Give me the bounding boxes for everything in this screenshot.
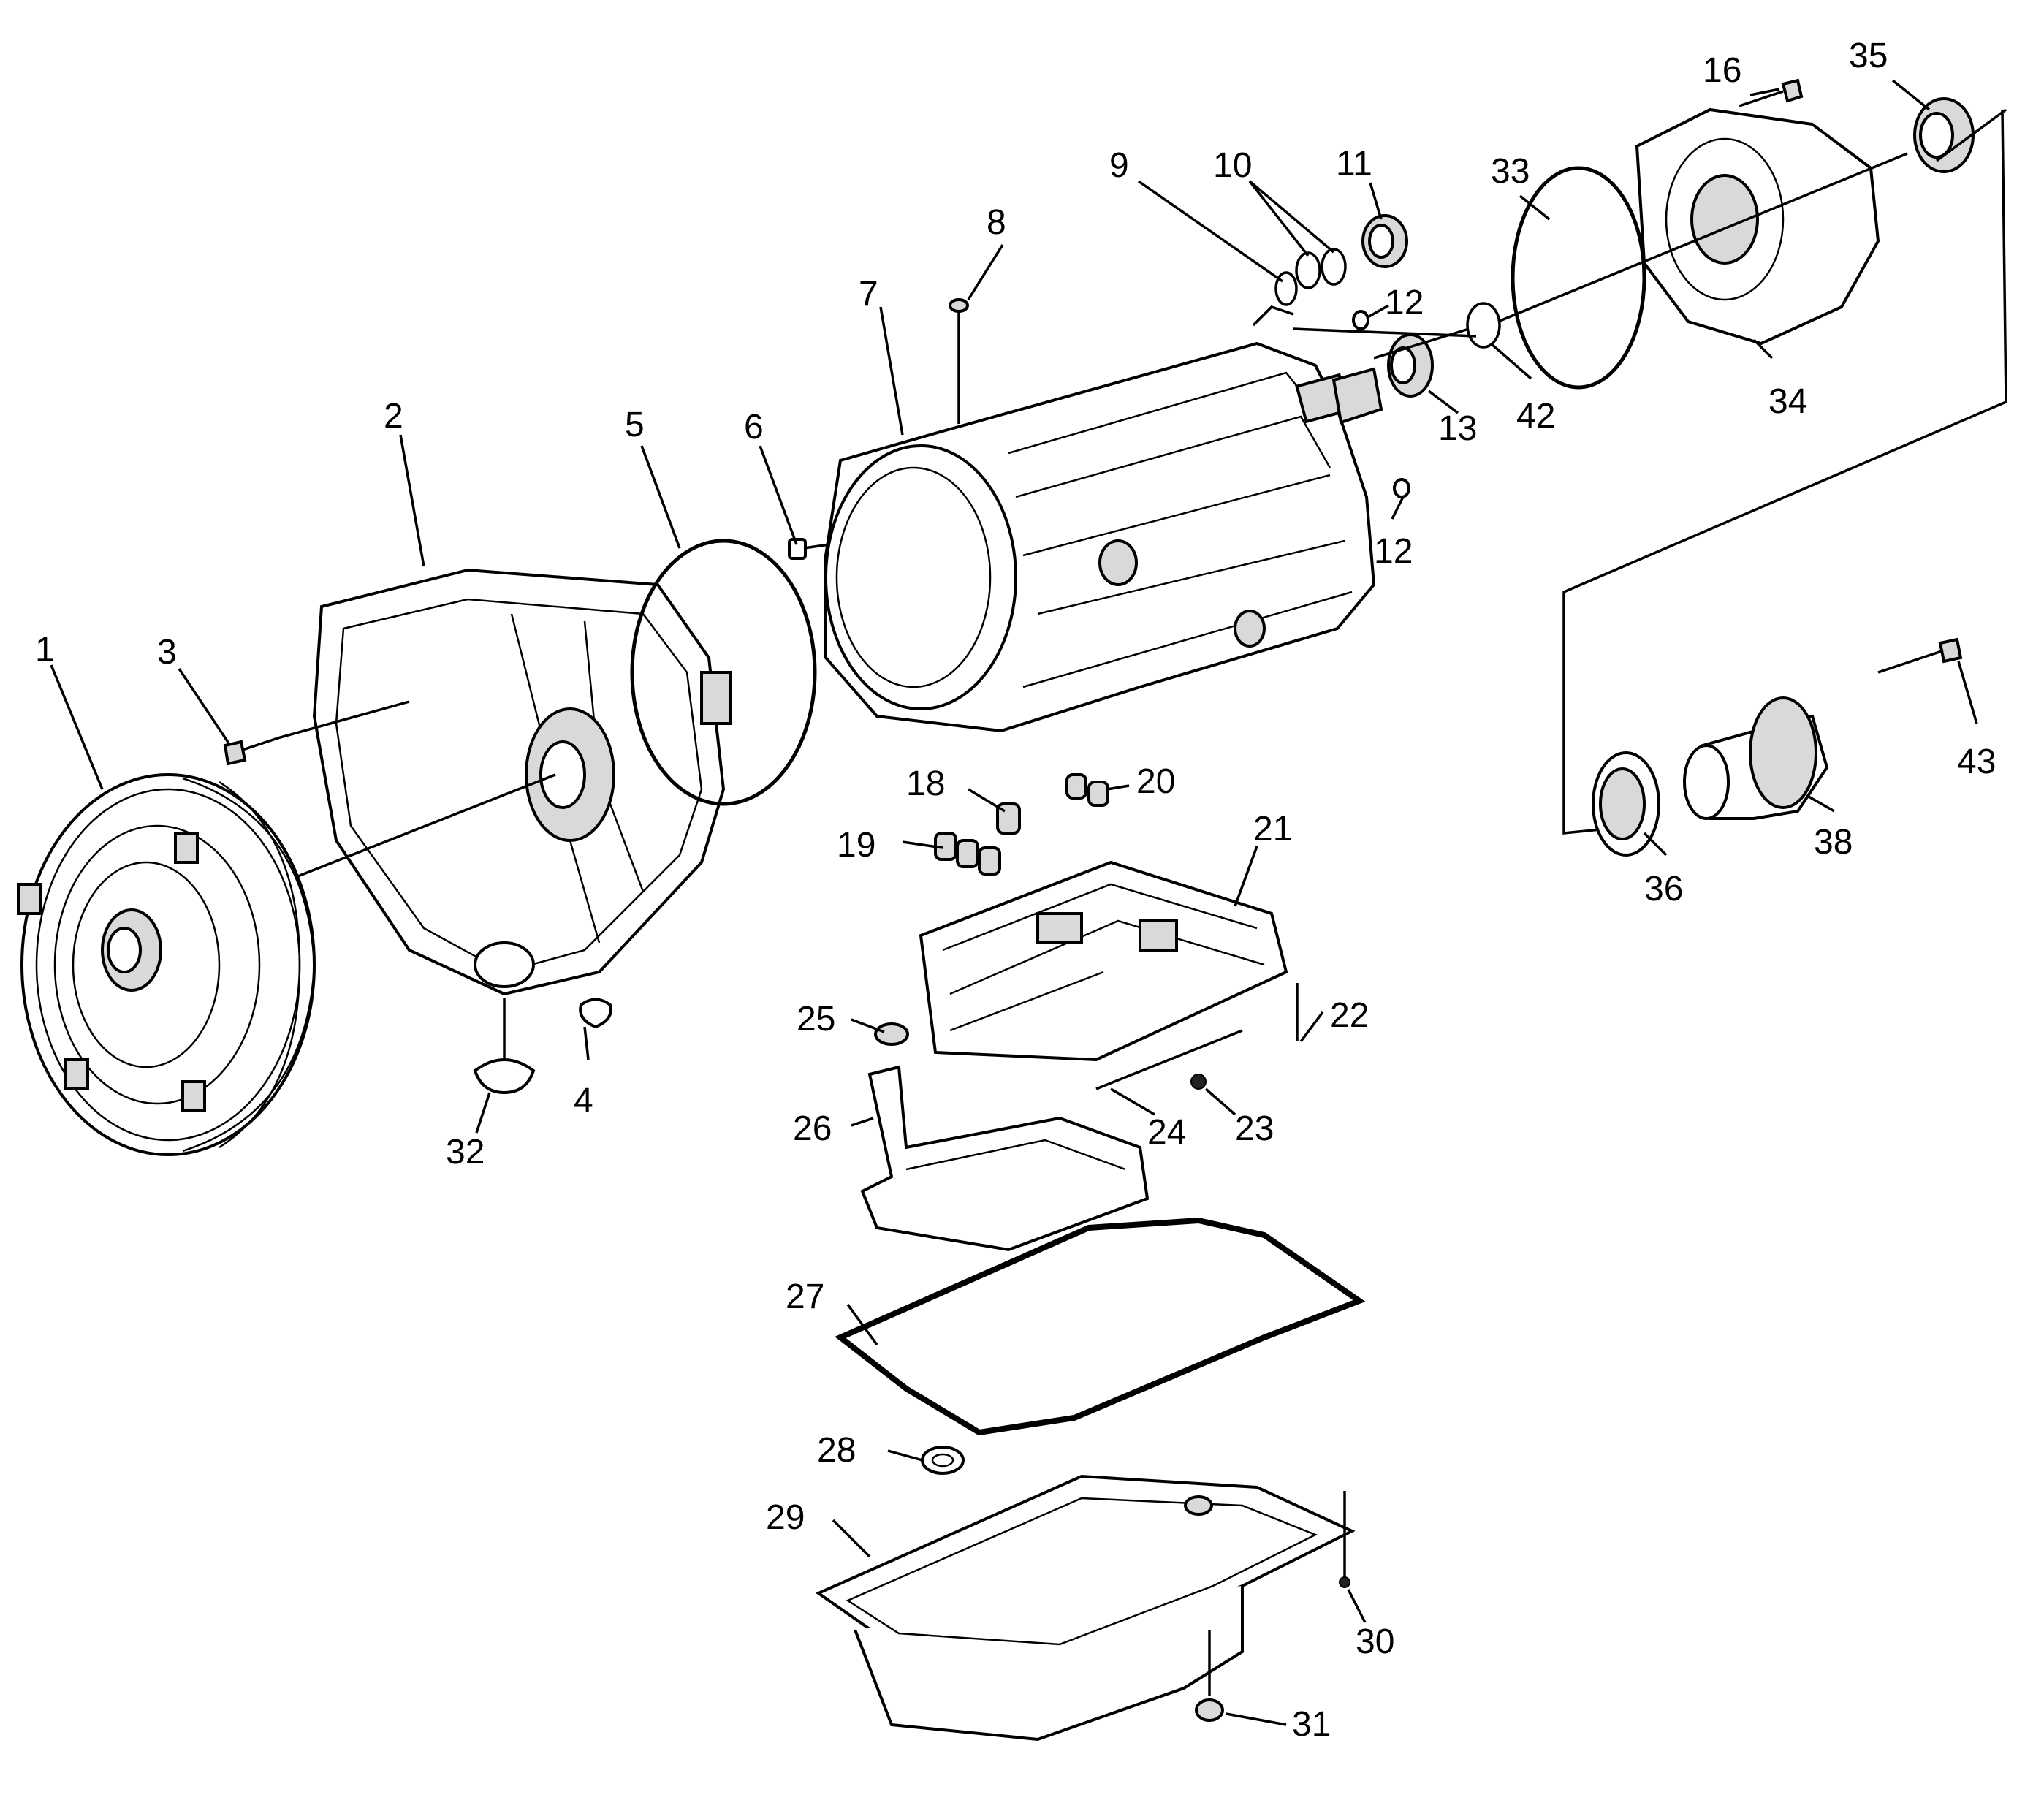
part-washer-28	[921, 1446, 965, 1475]
part-bolt-16	[1739, 78, 1804, 107]
part-seal-13	[1387, 333, 1434, 398]
part-23-24	[1095, 1029, 1243, 1090]
label-3: 3	[157, 633, 177, 672]
part-drain-plug-31	[1195, 1630, 1224, 1722]
label-5: 5	[625, 406, 645, 444]
part-snap-ring-42	[1466, 302, 1501, 349]
label-19: 19	[837, 826, 875, 865]
label-36: 36	[1644, 870, 1683, 908]
label-42: 42	[1516, 397, 1555, 436]
label-10: 10	[1213, 146, 1252, 185]
label-35: 35	[1849, 37, 1888, 75]
part-o-ring-5	[630, 539, 817, 806]
label-30: 30	[1356, 1622, 1394, 1661]
callout-box-rear	[1562, 108, 2007, 835]
part-bolt-30	[1339, 1491, 1350, 1588]
part-extension-housing-34	[1635, 107, 1880, 346]
part-filter-seal-25	[874, 1022, 909, 1046]
part-seal-rings-9-10	[1252, 248, 1347, 327]
label-13: 13	[1438, 409, 1477, 448]
part-clip-4	[579, 998, 612, 1029]
part-transmission-case	[824, 341, 1376, 733]
part-gasket-27	[835, 1217, 1366, 1436]
label-20: 20	[1136, 762, 1175, 801]
part-32	[473, 998, 536, 1095]
label-8: 8	[987, 203, 1006, 242]
part-pin-6	[788, 538, 807, 560]
part-seal-36	[1592, 751, 1660, 857]
part-labels: 1 2 3 4 5 6 7 8 9 10 11 12 12 13 16 18 1…	[35, 37, 1996, 1744]
part-sleeve-11	[1361, 214, 1408, 268]
part-bolt-3	[223, 737, 278, 766]
label-12b: 12	[1374, 532, 1413, 571]
part-bell-housing	[312, 568, 732, 996]
label-33: 33	[1491, 152, 1530, 191]
label-18: 18	[906, 764, 945, 803]
label-1: 1	[35, 631, 55, 669]
part-bushing-35	[1913, 97, 1975, 173]
label-4: 4	[574, 1082, 593, 1120]
label-27: 27	[786, 1277, 824, 1316]
part-bolt-43	[1877, 637, 1963, 674]
part-yoke-38	[1683, 696, 1829, 820]
label-28: 28	[817, 1431, 856, 1470]
part-accumulator-18-19-20	[934, 773, 1109, 876]
label-22: 22	[1330, 996, 1369, 1035]
part-oil-pan-29	[815, 1474, 1356, 1742]
label-25: 25	[797, 1000, 835, 1039]
label-32: 32	[446, 1133, 485, 1172]
label-9: 9	[1109, 146, 1129, 185]
leader-lines	[50, 79, 1978, 1726]
label-2: 2	[384, 397, 403, 436]
part-o-ring-33	[1511, 166, 1646, 390]
label-16: 16	[1703, 51, 1741, 90]
part-plug-12	[1352, 310, 1410, 498]
label-34: 34	[1768, 382, 1807, 421]
label-29: 29	[766, 1498, 805, 1537]
assembly-axis-lines	[277, 152, 1908, 878]
label-7: 7	[859, 275, 878, 314]
part-valve-body-21	[919, 860, 1288, 1062]
label-23: 23	[1235, 1109, 1274, 1148]
part-breather-8	[949, 298, 969, 424]
label-26: 26	[793, 1109, 832, 1148]
label-43: 43	[1957, 743, 1996, 781]
part-torque-converter	[17, 773, 316, 1156]
label-12a: 12	[1385, 284, 1424, 322]
part-filter-26	[860, 1065, 1150, 1252]
label-11: 11	[1336, 145, 1372, 183]
label-21: 21	[1253, 810, 1292, 848]
label-24: 24	[1147, 1113, 1186, 1152]
label-6: 6	[744, 408, 764, 447]
label-38: 38	[1814, 823, 1853, 862]
label-31: 31	[1292, 1705, 1331, 1744]
